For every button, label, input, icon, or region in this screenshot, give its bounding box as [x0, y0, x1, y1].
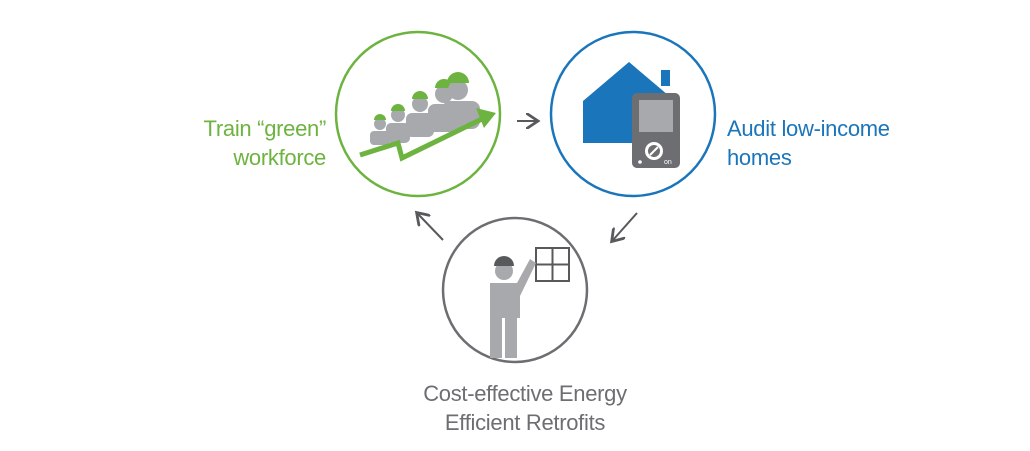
meter-label: on	[664, 159, 672, 166]
retrofit-label-line1: Cost-effective Energy	[423, 381, 627, 406]
arrow-retrofit-to-train	[418, 214, 444, 241]
cycle-arrows	[418, 121, 638, 241]
retrofit-label: Cost-effective Energy Efficient Retrofit…	[380, 379, 670, 437]
audit-label: Audit low-income homes	[727, 114, 947, 172]
train-label-line2: workforce	[233, 145, 326, 170]
worker-window-icon	[490, 247, 570, 358]
train-label: Train “green” workforce	[160, 114, 327, 172]
house-meter-icon: on	[583, 62, 680, 168]
retrofit-label-line2: Efficient Retrofits	[444, 410, 606, 435]
retrofit-node	[441, 216, 589, 364]
train-node	[334, 30, 502, 198]
audit-label-line2: homes	[727, 145, 792, 170]
train-label-line1: Train “green”	[203, 116, 327, 141]
audit-node: on	[549, 30, 717, 198]
audit-label-line1: Audit low-income	[727, 116, 890, 141]
workers-trend-icon	[359, 72, 496, 162]
arrow-audit-to-retrofit	[613, 212, 638, 240]
